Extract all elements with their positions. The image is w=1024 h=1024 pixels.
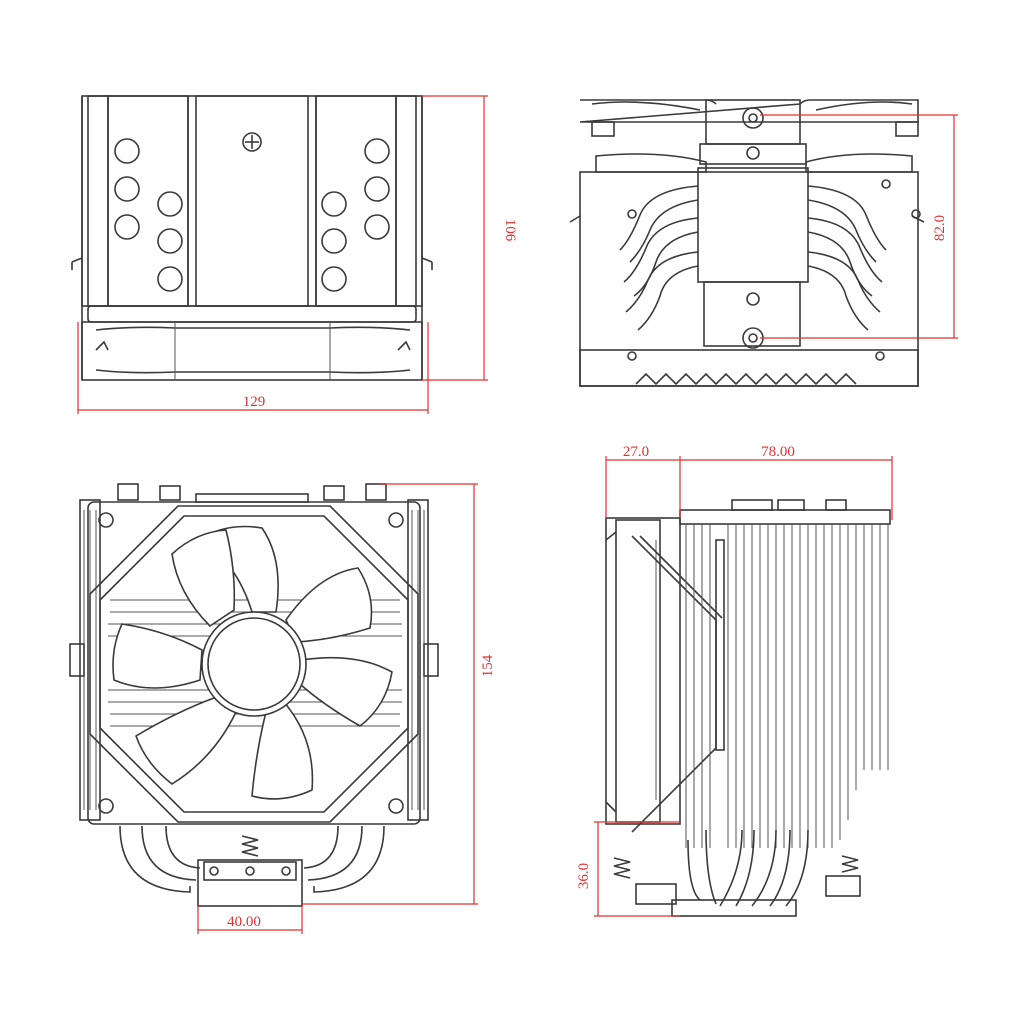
dim-base-height-label: 36.0 xyxy=(576,863,592,889)
side-view-dimensions xyxy=(760,114,958,339)
dim-base-width-label: 40.00 xyxy=(227,914,261,930)
side-profile-view xyxy=(605,499,891,917)
front-view-dimensions xyxy=(197,483,478,934)
dim-top-width-label: 129 xyxy=(243,394,266,410)
side-profile-dimensions xyxy=(594,456,893,917)
dim-top-height-label: 106 xyxy=(502,219,518,242)
dim-heatsink-depth-label: 78.00 xyxy=(761,444,795,460)
side-view xyxy=(569,99,925,387)
top-view-dimensions xyxy=(77,95,488,414)
dim-fan-width-label: 27.0 xyxy=(623,444,649,460)
top-view xyxy=(71,95,433,381)
dim-total-height-label: 154 xyxy=(480,654,496,677)
dim-side-hole-spacing-label: 82.0 xyxy=(932,215,948,241)
front-view xyxy=(69,483,439,907)
